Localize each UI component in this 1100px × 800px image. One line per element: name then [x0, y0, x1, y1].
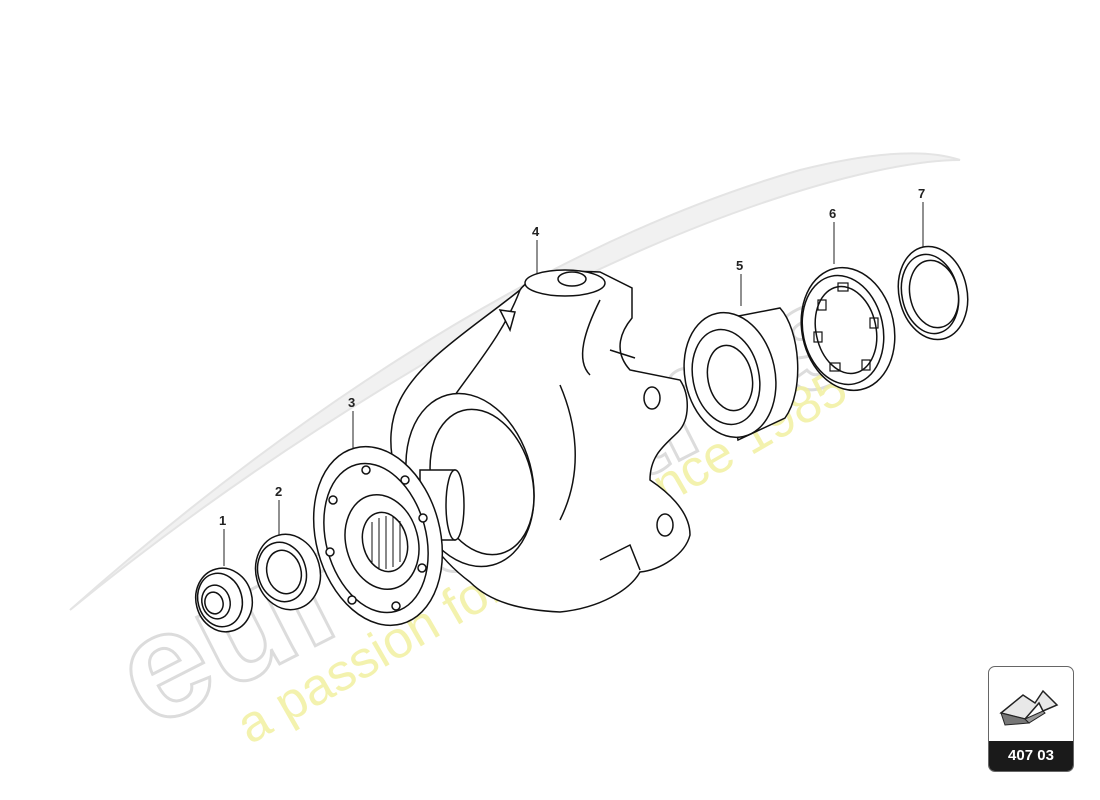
part-7-seal	[897, 245, 969, 341]
section-code: 407 03	[989, 741, 1073, 771]
part-2-seal-ring	[254, 533, 322, 611]
part-6-bearing-ring	[800, 266, 896, 392]
arrow-icon	[999, 689, 1059, 726]
leader-lines	[223, 202, 924, 566]
part-label-4: 4	[532, 224, 540, 239]
part-label-3: 3	[348, 395, 355, 410]
part-5-bearing	[683, 307, 799, 442]
part-3-drive-flange	[312, 445, 465, 627]
part-label-7: 7	[918, 186, 925, 201]
part-label-6: 6	[829, 206, 836, 221]
watermark-swoosh	[69, 152, 961, 611]
part-label-5: 5	[736, 258, 743, 273]
part-1-nut	[194, 567, 254, 633]
section-badge: 407 03	[988, 666, 1074, 772]
part-labels: 1 2 3 4 5 6 7	[219, 186, 925, 528]
part-label-2: 2	[275, 484, 282, 499]
part-label-1: 1	[219, 513, 226, 528]
